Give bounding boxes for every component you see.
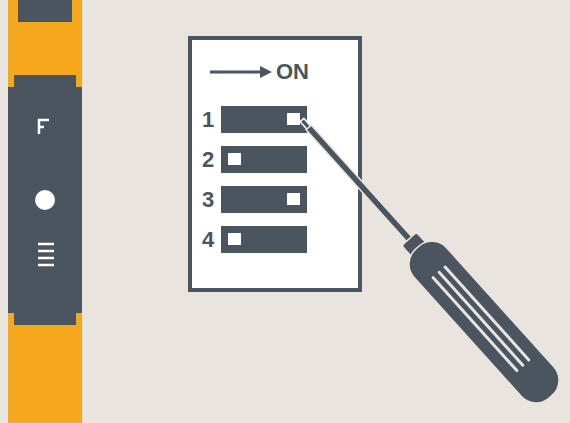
handle-grooves <box>433 267 529 371</box>
switch-slot <box>221 226 307 253</box>
dip-switch <box>190 38 360 290</box>
panel-notch <box>76 313 82 325</box>
module-housing <box>8 0 82 423</box>
on-arrow <box>210 71 262 74</box>
panel-notch <box>8 313 14 325</box>
screwdriver <box>286 105 568 411</box>
switch-number: 2 <box>202 149 214 171</box>
screwdriver-handle <box>401 233 568 411</box>
module-front-panel <box>8 75 82 325</box>
switch-number: 1 <box>202 109 214 131</box>
switch-slot <box>221 106 307 133</box>
switch-on-label: ON <box>276 61 309 83</box>
switch-slot <box>221 186 307 213</box>
on-arrowhead <box>260 66 272 78</box>
vent-lines <box>38 244 54 265</box>
dip-switch-frame <box>190 38 360 290</box>
switch-knob-off <box>228 233 241 245</box>
switch-module <box>8 0 82 423</box>
switch-knob-on <box>287 113 300 125</box>
panel-notch <box>76 75 82 87</box>
switch-knob-off <box>228 153 241 165</box>
switch-knob-on <box>287 193 300 205</box>
switch-number: 4 <box>202 229 214 251</box>
status-led <box>35 190 55 210</box>
switch-slot <box>221 146 307 173</box>
screwdriver-shaft <box>306 125 415 245</box>
panel-notch <box>8 75 14 87</box>
module-top-terminal <box>18 0 72 22</box>
switch-number: 3 <box>202 189 214 211</box>
module-logo <box>39 120 49 134</box>
